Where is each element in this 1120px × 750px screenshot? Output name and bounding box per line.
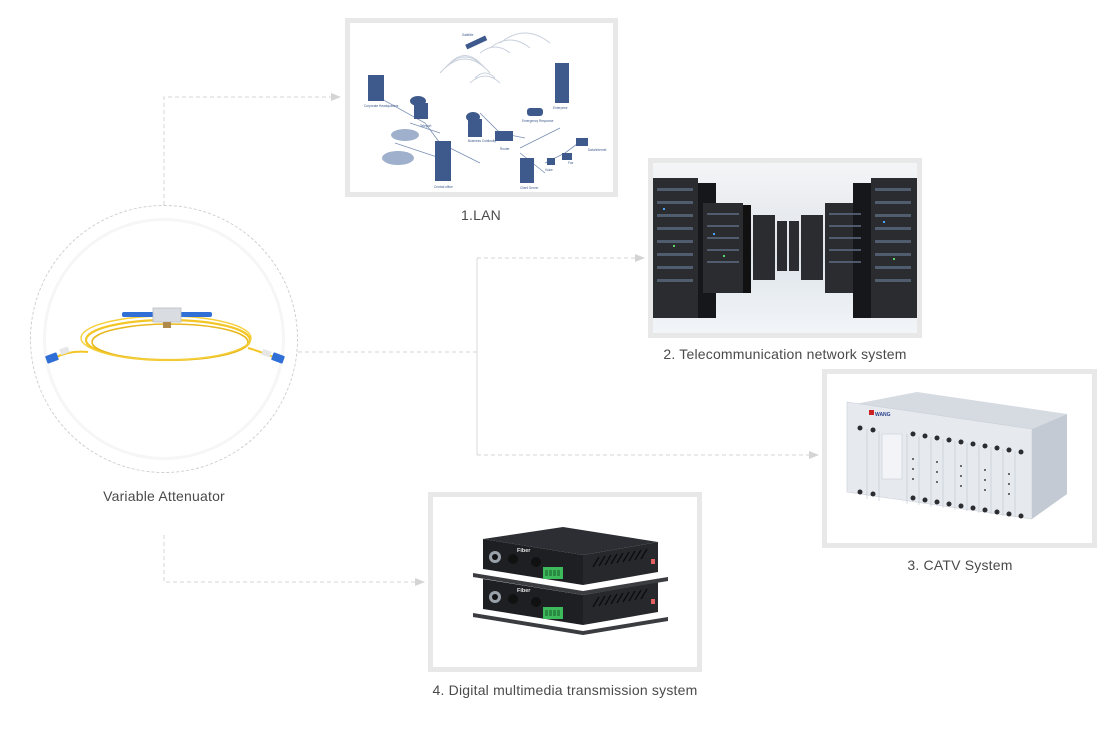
lan-network-illustration: Satellite Corporate Headquarters Telepor… xyxy=(364,32,607,190)
svg-text:Enterprise: Enterprise xyxy=(553,106,568,110)
svg-text:Router: Router xyxy=(500,147,511,151)
lan-label: 1.LAN xyxy=(461,207,501,223)
svg-text:Emergency Response: Emergency Response xyxy=(522,119,554,123)
server-room-racks xyxy=(653,163,917,333)
svg-text:Data/Internet: Data/Internet xyxy=(588,148,607,152)
telecom-image-frame xyxy=(648,158,922,338)
connector-to-digital xyxy=(163,535,425,586)
source-circle-inner xyxy=(43,218,285,460)
svg-text:Fiber: Fiber xyxy=(517,588,531,594)
digital-label: 4. Digital multimedia transmission syste… xyxy=(432,682,698,698)
catv-rack-chassis: WANG xyxy=(846,392,1067,520)
svg-text:WANG: WANG xyxy=(875,412,891,418)
digital-image-frame: Fiber Fiber xyxy=(428,492,702,672)
lan-image-frame: Satellite Corporate Headquarters Telepor… xyxy=(345,18,618,197)
svg-text:Fiber: Fiber xyxy=(517,548,531,554)
source-circle-outer xyxy=(30,205,298,473)
svg-text:Client Server: Client Server xyxy=(520,186,539,190)
connector-to-lan xyxy=(163,93,341,205)
source-label: Variable Attenuator xyxy=(103,488,225,504)
svg-text:Business Continuity: Business Continuity xyxy=(468,139,496,143)
fiber-media-converters: Fiber Fiber xyxy=(473,527,668,635)
variable-attenuator-image xyxy=(45,307,285,364)
telecom-label: 2. Telecommunication network system xyxy=(663,346,907,362)
svg-text:Fax: Fax xyxy=(568,161,574,165)
svg-text:Satellite: Satellite xyxy=(462,33,474,37)
svg-text:Corporate Headquarters: Corporate Headquarters xyxy=(364,104,399,108)
catv-image-frame: WANG xyxy=(822,369,1097,548)
svg-text:Teleport: Teleport xyxy=(420,124,431,128)
catv-label: 3. CATV System xyxy=(907,557,1013,573)
svg-text:Central office: Central office xyxy=(434,185,453,189)
svg-text:Voice: Voice xyxy=(545,168,553,172)
